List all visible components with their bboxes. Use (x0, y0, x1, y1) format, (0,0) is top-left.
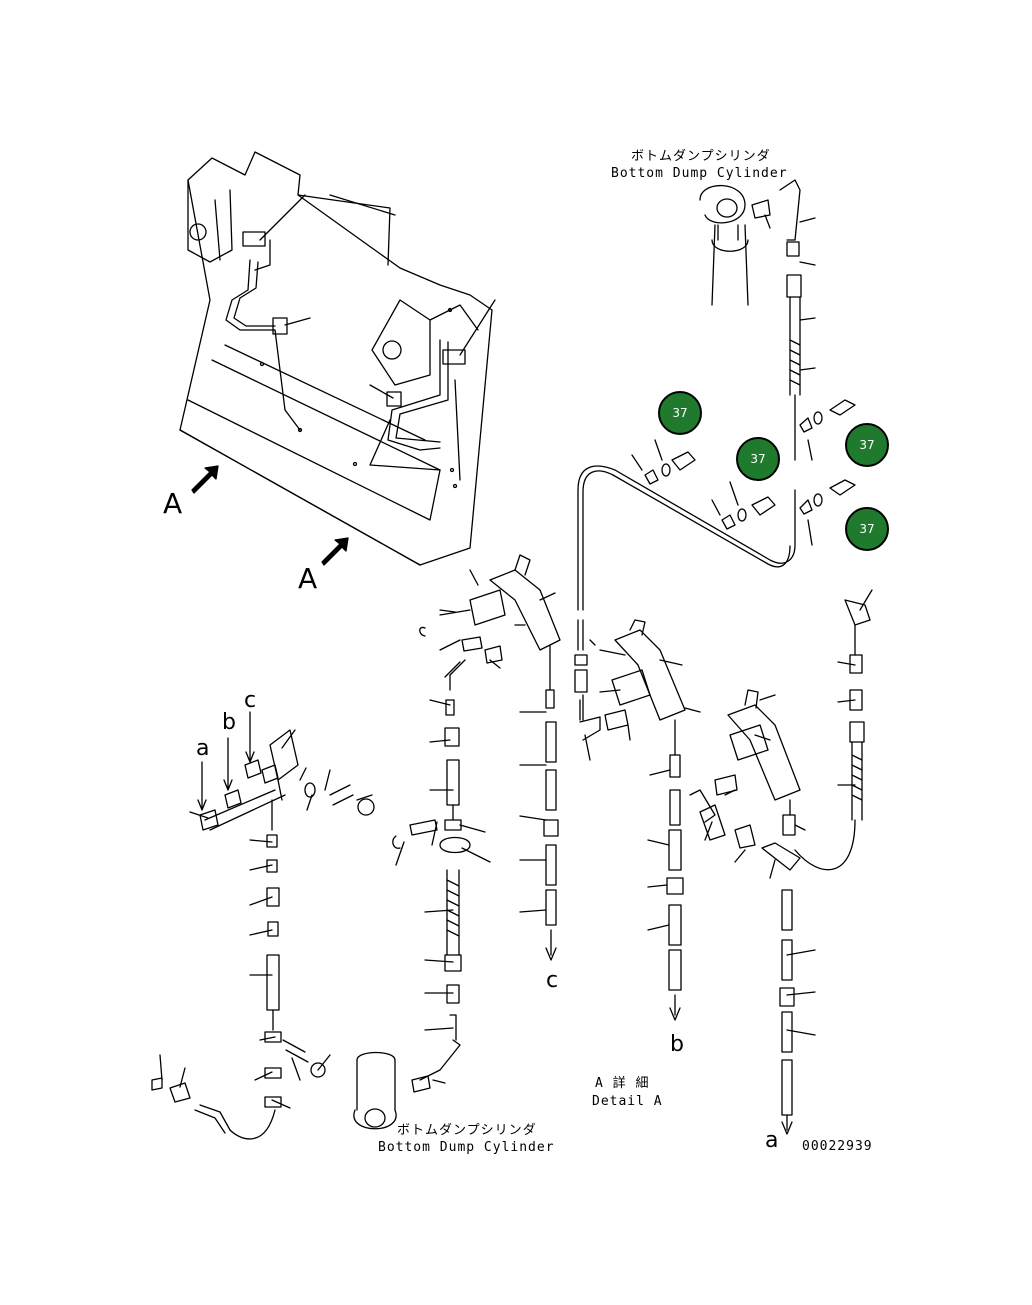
part-callout-badge[interactable]: 37 (658, 391, 702, 435)
bottom-cylinder (353, 1051, 431, 1130)
top-cylinder-label-jp: ボトムダンプシリンダ (631, 149, 771, 164)
part-callout-badge[interactable]: 37 (845, 507, 889, 551)
valve-block-3 (689, 589, 873, 1135)
valve-block-2 (574, 619, 701, 1021)
part-callout-text: 37 (750, 452, 766, 466)
valve-block-1 (392, 554, 561, 1084)
end-c-label: c (546, 968, 559, 993)
detail-a-label-jp: A 詳 細 (595, 1076, 650, 1091)
part-callout-text: 37 (859, 522, 875, 536)
left-chain-assembly (151, 729, 375, 1140)
port-arrows (197, 711, 255, 811)
part-callout-badge[interactable]: 37 (845, 423, 889, 467)
port-a-label: a (196, 736, 210, 761)
end-b-label: b (670, 1032, 684, 1057)
view-arrow-a-lower (321, 537, 349, 566)
end-a-label: a (765, 1128, 779, 1153)
part-callout-badge[interactable]: 37 (736, 437, 780, 481)
port-c-label: c (244, 688, 257, 713)
view-a-label-lower: A (298, 562, 318, 595)
port-b-label: b (222, 710, 236, 735)
view-arrow-a-upper (191, 465, 219, 494)
long-hose (577, 439, 796, 611)
part-callout-text: 37 (672, 406, 688, 420)
bottom-cylinder-label-jp: ボトムダンプシリンダ (397, 1123, 537, 1138)
bottom-cylinder-label-en: Bottom Dump Cylinder (378, 1140, 555, 1155)
view-a-label-upper: A (163, 487, 183, 520)
top-cylinder-label-en: Bottom Dump Cylinder (611, 166, 788, 181)
top-cylinder-assembly (699, 179, 856, 546)
part-callout-text: 37 (859, 438, 875, 452)
figure-number: 00022939 (802, 1139, 873, 1154)
frame-assembly (179, 151, 496, 566)
detail-a-label-en: Detail A (592, 1094, 663, 1109)
